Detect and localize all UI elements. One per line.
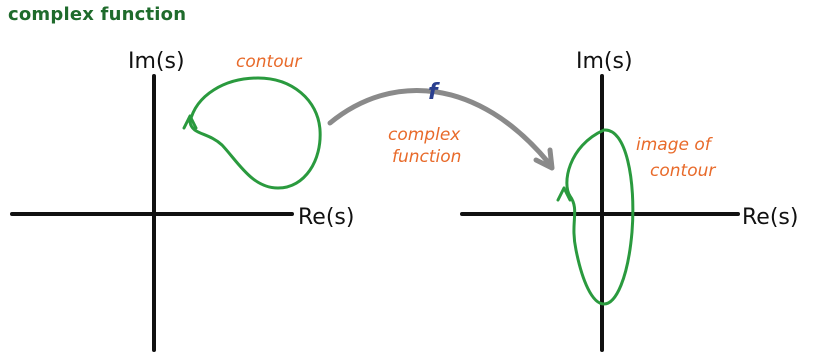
image-label-line2: contour [650,161,716,181]
contour-direction-arrow [182,114,198,130]
right-imag-axis-label: Im(s) [576,49,633,74]
mapping-arrow [327,87,551,165]
right-plot: Im(s) Re(s) image of contour [460,49,798,352]
mapping: f complex function [327,80,555,171]
mapping-arrowhead [533,147,555,171]
right-real-axis-label: Re(s) [742,205,798,230]
diagram-heading: complex function [8,4,187,25]
mapping-caption-line2: function [392,147,461,167]
left-plot: Im(s) Re(s) contour [10,49,354,352]
left-imag-axis-label: Im(s) [128,49,185,74]
image-contour [565,128,635,306]
mapping-caption-line1: complex [388,125,461,145]
left-real-axis-label: Re(s) [298,205,354,230]
image-direction-arrow [556,186,572,202]
image-label-line1: image of [636,135,714,155]
input-contour [188,76,322,190]
function-symbol: f [428,80,440,105]
contour-label: contour [236,52,302,72]
